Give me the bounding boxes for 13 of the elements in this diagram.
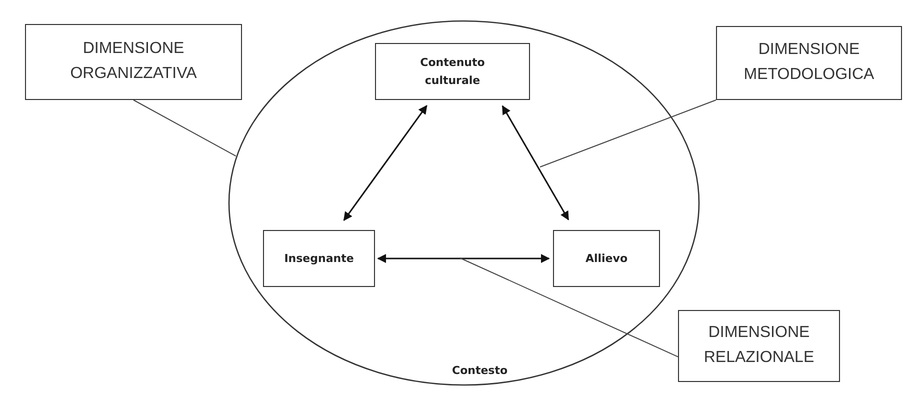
leader-line: [460, 258, 678, 358]
double-arrow: [343, 104, 428, 221]
double-arrow: [502, 105, 570, 220]
leader-line: [133, 100, 236, 157]
process-box: Allievo: [553, 230, 660, 287]
dimension-box: DIMENSIONE METODOLOGICA: [716, 26, 902, 100]
context-ellipse: [228, 20, 700, 386]
dimension-box: DIMENSIONE ORGANIZZATIVA: [25, 24, 242, 100]
double-arrow: [377, 254, 550, 263]
process-box: Insegnante: [263, 230, 375, 287]
leader-line: [540, 100, 716, 168]
dimension-box: DIMENSIONE RELAZIONALE: [678, 310, 840, 382]
process-box: Contenuto culturale: [375, 43, 530, 100]
